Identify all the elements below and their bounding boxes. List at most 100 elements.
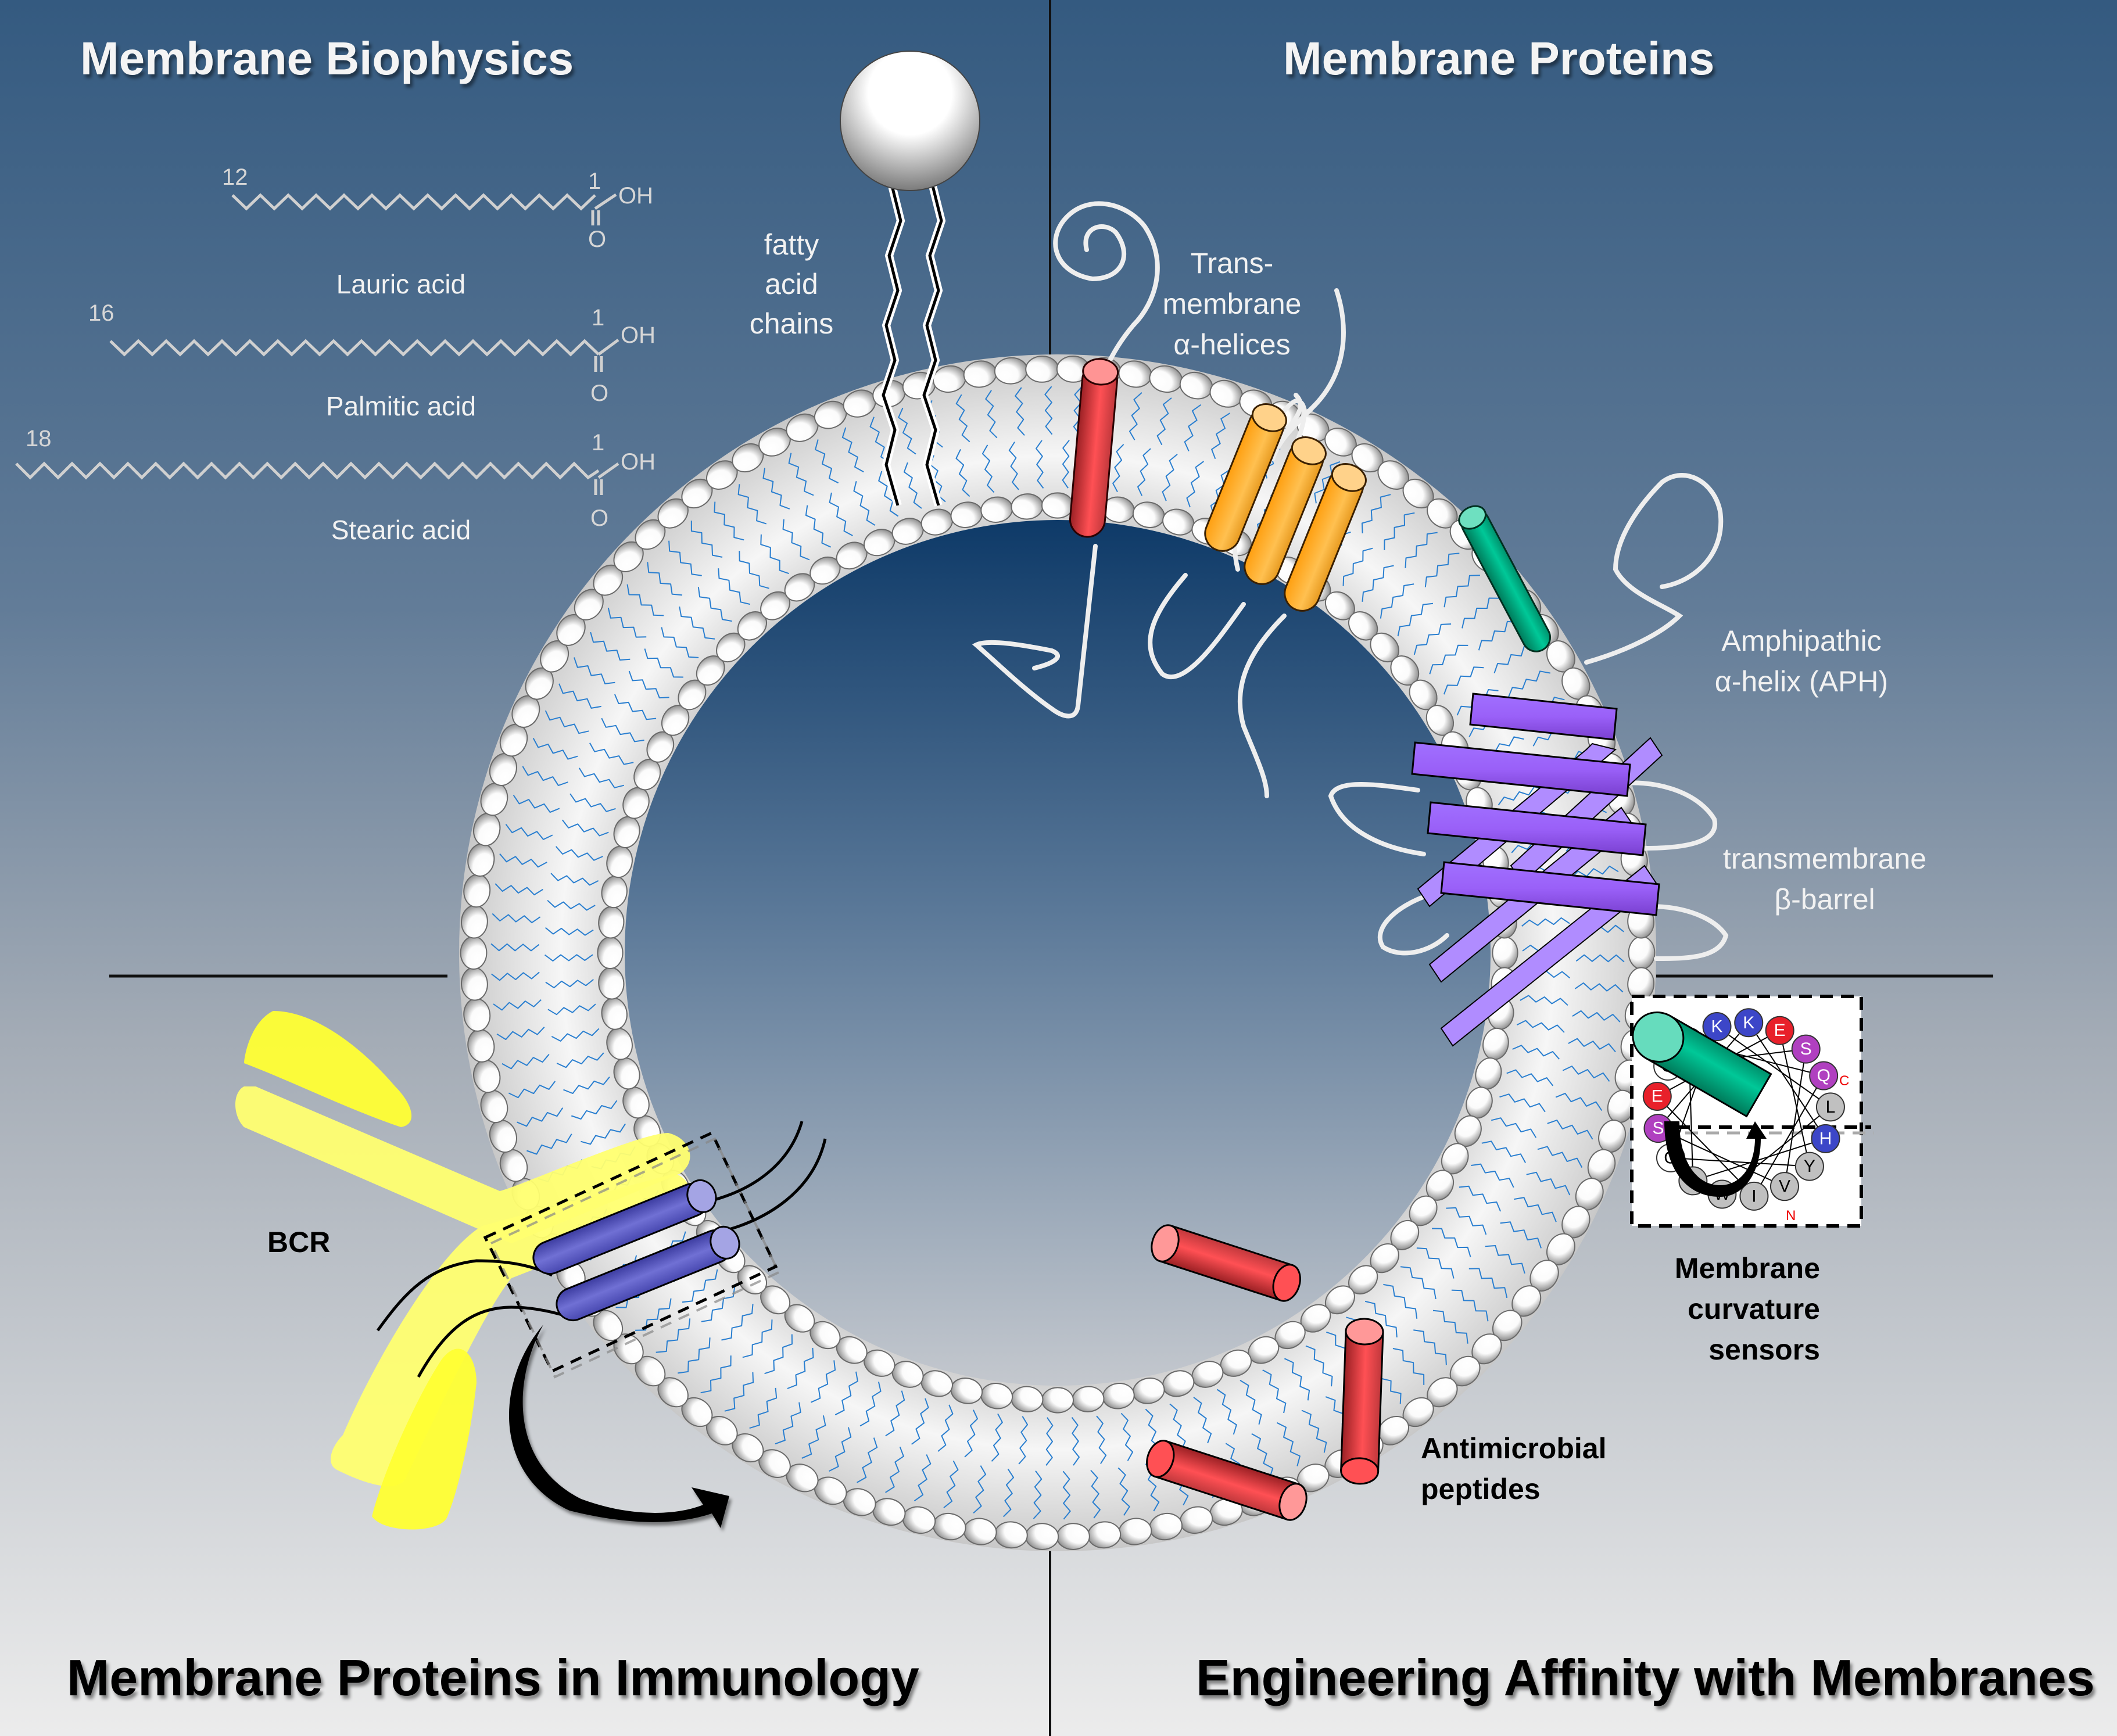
- fatty-acid-chains-label: fatty acid chains: [750, 228, 834, 340]
- lipid-tail: [1361, 494, 1391, 534]
- lipid-tail: [682, 1269, 718, 1303]
- helical-wheel-residue: K: [1702, 1012, 1732, 1042]
- lipid-tail: [787, 1347, 814, 1389]
- lipid-tail: [775, 1402, 801, 1445]
- lipid-tail: [522, 766, 568, 786]
- amphipathic-helix: [1458, 505, 1551, 652]
- lipid-tail: [955, 394, 970, 443]
- lipid-tail: [1002, 1468, 1015, 1518]
- lipid-tail: [985, 390, 998, 439]
- lipid-tail: [1568, 1038, 1616, 1053]
- residue-circle: [1811, 1124, 1840, 1153]
- lipid-tail: [550, 873, 599, 886]
- lipid-tail: [700, 1355, 732, 1394]
- bcr-tm-helix-2: [556, 1225, 740, 1322]
- fatty-acid-labels: 12 1 OH O Lauric acid 16 1 OH O Palmitic…: [26, 164, 655, 545]
- lipid-tail: [1446, 1207, 1487, 1235]
- lipid-tail: [556, 1052, 604, 1068]
- wheel-n-terminus: N: [1786, 1208, 1796, 1224]
- lipid-tail: [578, 767, 625, 788]
- lipid-tail: [1575, 954, 1625, 963]
- lipid-tail: [955, 449, 970, 497]
- lipid-tail: [1301, 1409, 1327, 1453]
- residue-circle: [1791, 1034, 1821, 1064]
- residue-letter: E: [1774, 1021, 1786, 1040]
- lipid-tail: [590, 632, 631, 661]
- lipid-headgroup: [1041, 492, 1074, 519]
- beta-strand-3: [1427, 801, 1647, 856]
- lipid-headgroup-sphere: [840, 51, 980, 191]
- lipid-tail: [943, 1460, 959, 1508]
- lipid-tail: [1512, 1045, 1560, 1060]
- beta-barrel-label: transmembrane β-barrel: [1723, 842, 1926, 916]
- lipid-tail: [1526, 1171, 1571, 1196]
- lipid-tail: [555, 846, 603, 861]
- lipid-tail: [490, 943, 540, 952]
- label-sensors: sensors: [1708, 1333, 1820, 1366]
- tm-helix-orange-1: [1204, 403, 1287, 552]
- label-bcr: BCR: [267, 1226, 330, 1258]
- title-membrane-biophysics: Membrane Biophysics: [80, 33, 574, 84]
- lipid-tail: [1424, 553, 1460, 587]
- lipid-tail: [1451, 1289, 1489, 1322]
- helical-wheel-residue: E: [1642, 1081, 1672, 1111]
- lipid-tail: [1193, 1397, 1212, 1444]
- lipid-tail: [571, 1100, 618, 1120]
- residue-circle: [1702, 1012, 1732, 1042]
- lipid-tail: [1129, 392, 1142, 440]
- lipid-tail: [1468, 1268, 1508, 1299]
- lipid-tail: [903, 462, 922, 509]
- lipid-tail: [492, 913, 541, 924]
- palmitic-carbon-count: 16: [88, 300, 114, 326]
- lipid-tail: [1443, 666, 1484, 695]
- residue-letter: Q: [1817, 1066, 1830, 1085]
- lipid-tail: [1364, 1300, 1398, 1337]
- lipid-tail: [764, 1334, 793, 1375]
- lipid-tail: [1018, 1416, 1029, 1465]
- lipid-tail: [563, 1076, 610, 1094]
- lipid-tail: [547, 1003, 596, 1016]
- lipid-tail: [1342, 547, 1373, 586]
- lipid-tail: [1262, 1369, 1287, 1414]
- lauric-carbon-count: 12: [222, 164, 248, 190]
- lipid-tail: [1471, 1163, 1514, 1188]
- helical-wheel-residue: I: [1739, 1181, 1769, 1211]
- lipid-tail: [1572, 1010, 1621, 1023]
- lipid-tail: [1574, 982, 1624, 993]
- lipid-headgroup: [1041, 1387, 1074, 1414]
- lipid-tail: [499, 853, 547, 868]
- helical-wheel-link: [1753, 1075, 1825, 1197]
- lipid-tail: [1314, 461, 1341, 504]
- residue-circle: [1815, 1092, 1845, 1122]
- aph-label: Amphipathic α-helix (APH): [1715, 625, 1888, 698]
- helical-wheel-link: [1716, 1026, 1831, 1108]
- helical-wheel-link: [1779, 1030, 1810, 1167]
- lipid-tail: [853, 481, 876, 526]
- bcr-complex: BCR: [235, 1011, 827, 1530]
- lipid-tail: [1432, 1310, 1468, 1344]
- lipid-tail: [607, 607, 647, 638]
- lipid-tail: [1384, 512, 1415, 550]
- stearic-acid-name: Stearic acid: [331, 515, 471, 545]
- lipid-tail: [628, 670, 669, 699]
- lipid-tail: [1500, 1221, 1542, 1249]
- lipid-tail: [661, 627, 699, 658]
- palmitic-carboxyl-index: 1: [592, 305, 604, 331]
- lipid-tail: [1520, 995, 1568, 1006]
- lipid-tail: [788, 453, 814, 496]
- lipid-tail: [1186, 461, 1204, 508]
- residue-circle: [1794, 1152, 1824, 1181]
- helical-wheel-residue: S: [1791, 1034, 1821, 1064]
- lauric-carbonyl: O: [588, 227, 606, 252]
- lipid-tail: [1044, 386, 1053, 435]
- label-membrane-cs: Membrane: [1675, 1252, 1820, 1285]
- lipid-tail: [1015, 387, 1025, 436]
- lipid-tail: [1071, 1416, 1080, 1466]
- residue-circle: [1642, 1081, 1672, 1111]
- lipid-tail: [782, 519, 810, 561]
- lipid-tail: [811, 1360, 836, 1403]
- helical-wheel-link: [1670, 1157, 1810, 1167]
- beta-strand-2: [1411, 741, 1631, 797]
- lipid-tail: [885, 1446, 904, 1493]
- helical-wheel-residue: Y: [1794, 1152, 1824, 1181]
